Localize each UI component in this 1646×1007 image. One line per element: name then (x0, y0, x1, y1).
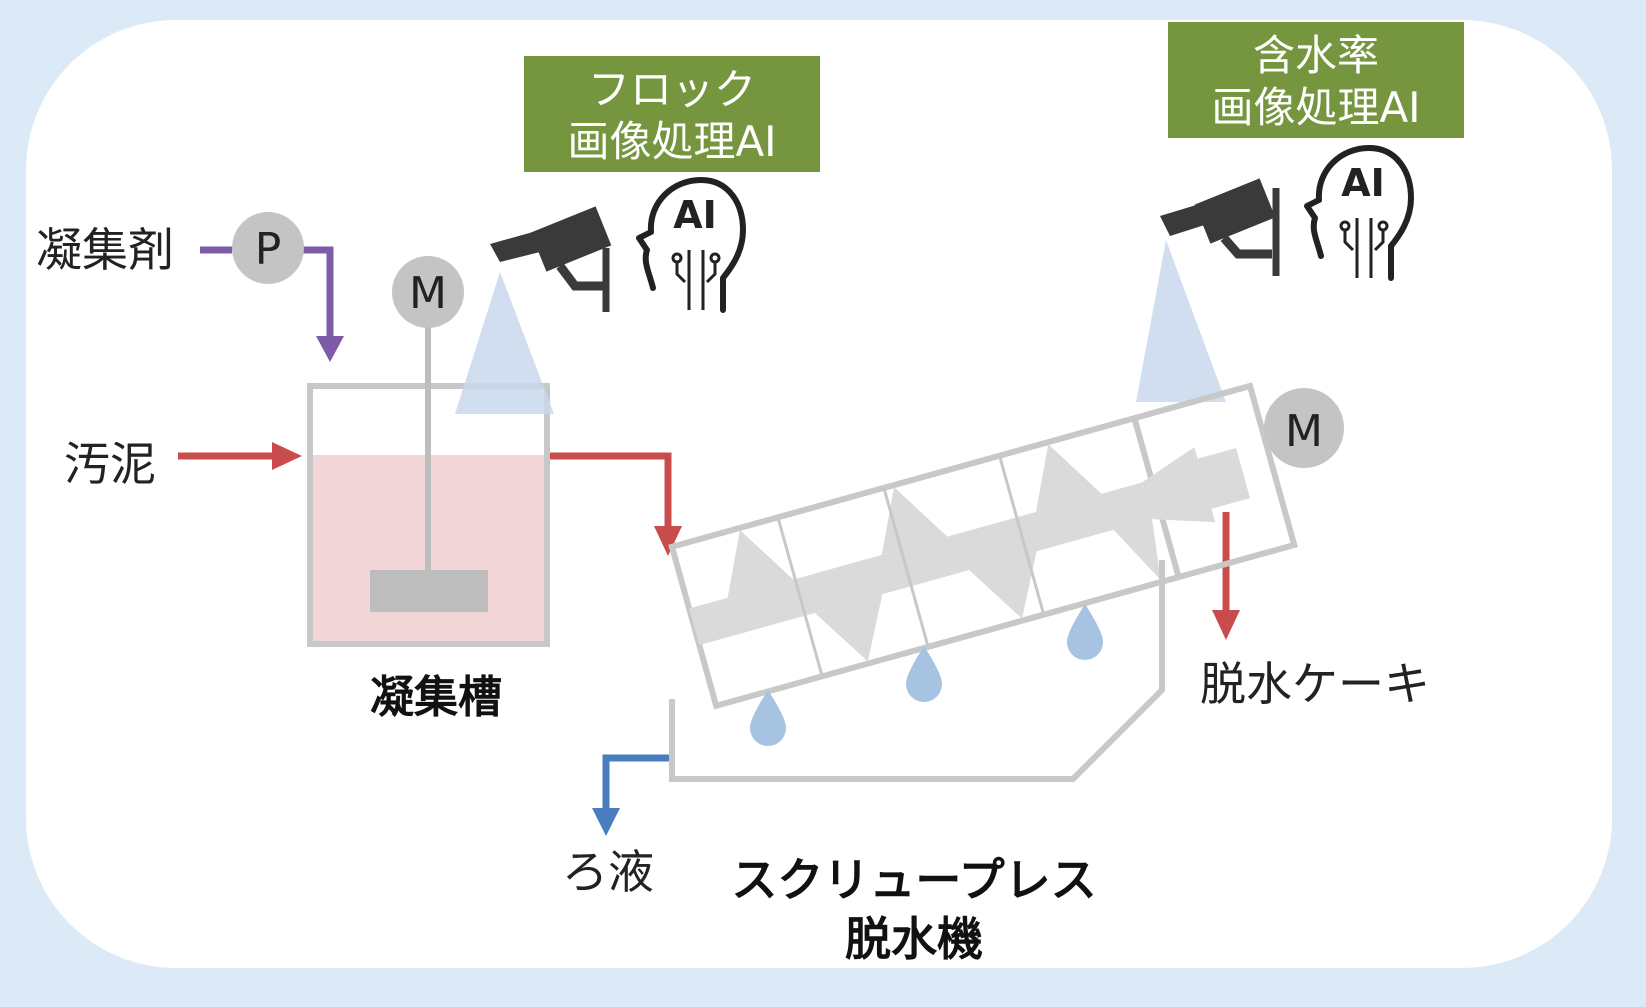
floc-ai-line2: 画像処理AI (567, 117, 776, 166)
screw-press (668, 382, 1298, 782)
tank-motor-label: M (409, 268, 447, 319)
press-label-line2: 脱水機 (845, 912, 983, 966)
moisture-ai-line1: 含水率 (1253, 31, 1379, 80)
tank-to-press-arrow (545, 452, 682, 556)
sludge-inflow-arrow (178, 442, 302, 470)
diagram-panel (26, 20, 1612, 968)
moisture-camera-view-cone (1136, 240, 1226, 402)
coagulant-flow (200, 246, 344, 362)
ai-icon-text: AI (1341, 161, 1385, 205)
floc-image-ai-box: フロック 画像処理AI (524, 56, 820, 172)
filtrate-label: ろ液 (562, 845, 654, 899)
coagulation-tank (307, 324, 550, 647)
floc-ai-line1: フロック (588, 65, 756, 114)
pump-label: P (255, 224, 282, 275)
filtrate-trough (669, 560, 1165, 782)
droplet (1067, 604, 1103, 660)
coagulant-label: 凝集剤 (36, 223, 174, 277)
moisture-camera-icon (1160, 178, 1280, 276)
droplet (750, 690, 786, 746)
press-motor: M (1264, 388, 1344, 468)
floc-ai-head-icon: AI (636, 177, 746, 313)
droplets (750, 604, 1103, 746)
press-motor-label: M (1285, 406, 1323, 457)
droplet (906, 646, 942, 702)
filtrate-flow (592, 754, 670, 836)
press-label-line1: スクリュープレス (731, 853, 1096, 907)
mixer-paddle (370, 570, 488, 612)
tank-motor: M (392, 256, 464, 328)
floc-camera-icon (490, 206, 612, 312)
tank-label: 凝集槽 (370, 672, 502, 723)
sludge-label: 汚泥 (64, 437, 156, 491)
ai-icon-text: AI (673, 193, 717, 237)
pump: P (232, 212, 304, 284)
cake-label: 脱水ケーキ (1200, 657, 1430, 711)
cake-discharge-arrow (1212, 512, 1240, 640)
screw-drum (668, 382, 1298, 710)
floc-camera-view-cone (455, 272, 554, 414)
moisture-image-ai-box: 含水率 画像処理AI (1168, 22, 1464, 138)
moisture-ai-head-icon: AI (1304, 145, 1414, 281)
moisture-ai-line2: 画像処理AI (1211, 83, 1420, 132)
